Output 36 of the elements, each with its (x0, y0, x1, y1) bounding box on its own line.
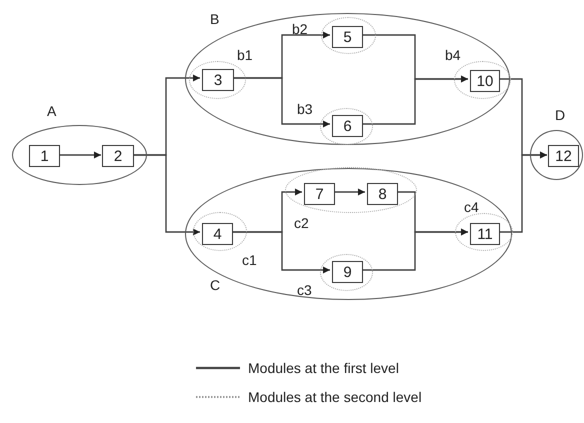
module-label: c1 (242, 253, 257, 267)
module-box: 11 (470, 223, 500, 245)
module-label: c3 (297, 283, 312, 297)
module-ellipse (185, 168, 512, 300)
module-label: B (210, 12, 220, 26)
module-box: 6 (332, 115, 363, 137)
module-label: b2 (292, 22, 308, 36)
module-label: c4 (464, 200, 479, 214)
module-label: b3 (297, 102, 313, 116)
module-label: C (210, 278, 220, 292)
module-label: b1 (237, 48, 253, 62)
module-box: 8 (367, 183, 398, 205)
module-ellipse (185, 13, 510, 145)
arrow (231, 231, 330, 274)
module-label: D (555, 108, 566, 122)
legend-text: Modules at the second level (248, 389, 422, 405)
module-box: 2 (102, 145, 134, 167)
arrow (498, 152, 547, 233)
arrow (232, 77, 330, 128)
module-box: 9 (332, 261, 363, 283)
arrow (333, 188, 365, 196)
module-box: 7 (304, 183, 335, 205)
arrow (361, 228, 468, 271)
arrow (133, 154, 200, 236)
module-box: 10 (470, 70, 500, 92)
arrow (361, 76, 468, 125)
module-box: 4 (202, 223, 233, 245)
module-label: A (47, 104, 56, 118)
module-box: 3 (202, 69, 234, 91)
legend-text: Modules at the first level (248, 360, 399, 376)
module-box: 12 (548, 145, 579, 167)
module-box: 1 (29, 145, 60, 167)
arrow (59, 152, 101, 158)
module-label: b4 (445, 48, 461, 62)
module-label: c2 (294, 216, 309, 230)
module-box: 5 (332, 26, 363, 48)
